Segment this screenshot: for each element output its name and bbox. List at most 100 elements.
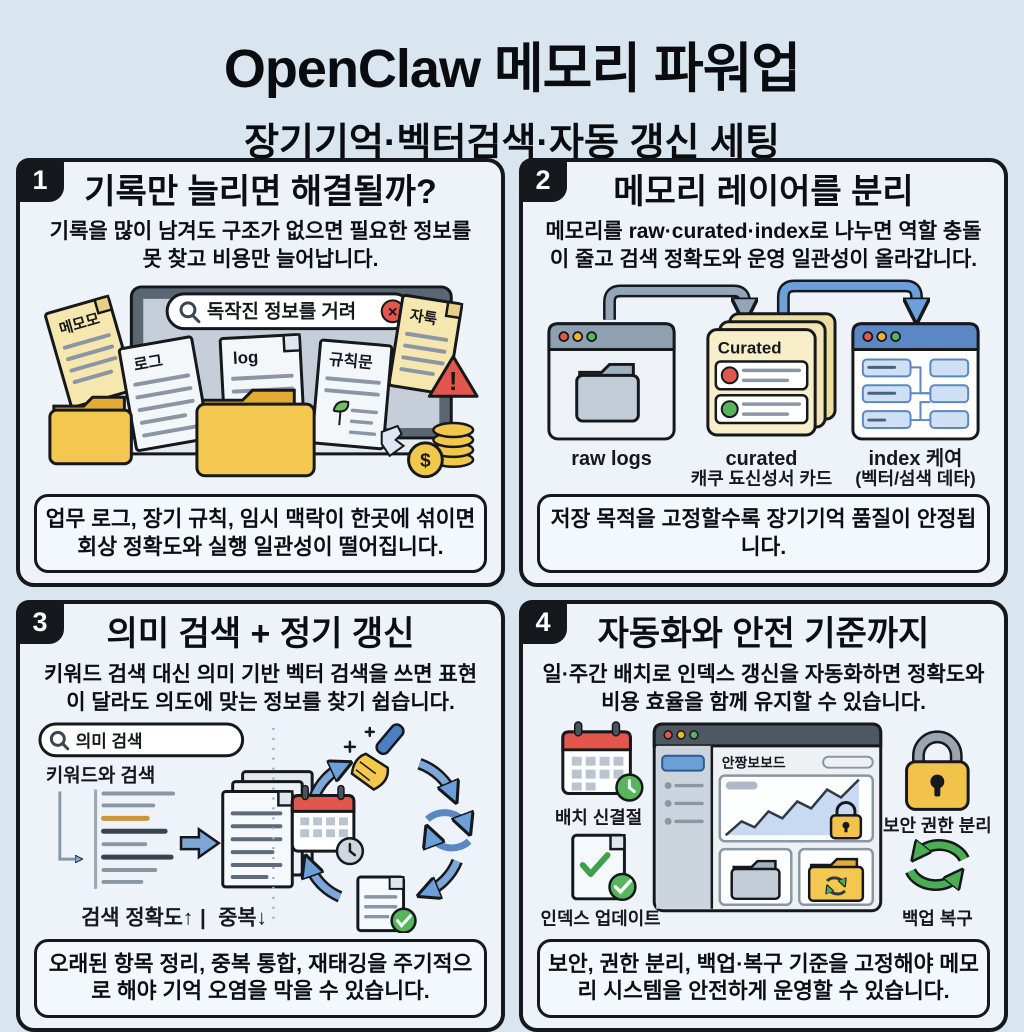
document-note-label: 자툭 <box>409 307 439 328</box>
panel-records: 1 기록만 늘리면 해결될까? 기록을 많이 남겨도 구조가 없으면 필요한 정… <box>16 158 505 588</box>
panel-number-badge: 2 <box>519 158 567 202</box>
page-title: OpenClaw 메모리 파워업 <box>223 39 801 99</box>
panel2-title: 메모리 레이어를 분리 <box>613 173 914 211</box>
panel3-illustration: 의미 검색 키워드와 검색 <box>32 720 489 933</box>
panel4-footer: 보안, 권한 분리, 백업·복구 기준을 고정해야 메모리 시스템을 안전하게 … <box>537 938 990 1018</box>
panel-grid: 1 기록만 늘리면 해결될까? 기록을 많이 남겨도 구조가 없으면 필요한 정… <box>16 158 1008 1032</box>
folder-icon <box>48 395 133 466</box>
panel1-title: 기록만 늘리면 해결될까? <box>84 173 437 211</box>
folder-icon <box>195 388 316 478</box>
document-note: 자툭 <box>387 293 464 396</box>
panel4-body: 일·주간 배치로 인덱스 갱신을 자동화하면 정확도와 비용 효율을 함께 유지… <box>542 662 985 714</box>
sidebar-list <box>664 782 704 826</box>
sparkle-icon <box>343 727 375 754</box>
backup-restore-icon <box>905 845 970 885</box>
pointer-arrow <box>58 791 80 860</box>
curated-card-title: Curated <box>718 338 782 357</box>
coins-icon: $ <box>407 421 475 479</box>
security-lock-icon <box>905 730 970 812</box>
status-dot-green <box>720 400 739 418</box>
arrow-outline <box>776 279 923 314</box>
index-sublabel: (벡터/섬색 데타) <box>855 468 976 488</box>
flow-arrow-raw-to-curated <box>605 286 745 320</box>
traffic-lights-icon <box>558 331 597 342</box>
index-update-icon <box>571 834 637 902</box>
index-window <box>851 322 980 441</box>
torn-paper-icon <box>380 424 406 458</box>
metric-separator: | <box>200 907 206 930</box>
document-log-kr: 로그 <box>117 335 211 452</box>
document-memo: 메모모 <box>44 294 136 409</box>
document-log-kr-label: 로그 <box>133 353 165 375</box>
result-arrow-icon <box>179 827 221 860</box>
search-bar[interactable]: 독작진 정보를 거려 ✕ <box>165 292 413 330</box>
document-check-icon <box>356 875 417 933</box>
panel2-body: 메모리를 raw·curated·index로 나누면 역할 충돌이 줄고 검색… <box>545 220 982 272</box>
panel1-illustration: 독작진 정보를 거려 ✕ 메모모 <box>32 278 489 489</box>
panel3-footer: 오래된 항목 정리, 중복 통합, 재태깅을 주기적으로 해야 기억 오염을 막… <box>34 938 487 1018</box>
metric-accuracy: 검색 정확도↑ <box>81 907 193 930</box>
lock-icon <box>829 801 863 840</box>
curated-sublabel: 캐쿠 됴신성서 카드 <box>691 468 833 488</box>
index-update-label: 인덱스 업데이트 <box>541 909 661 929</box>
svg-text:$: $ <box>420 450 431 471</box>
calendar-clock-icon <box>290 785 365 866</box>
panel4-title: 자동화와 안전 기준까지 <box>597 615 930 654</box>
panel2-illustration: Curated <box>535 278 992 488</box>
semantic-search-text: 의미 검색 <box>76 732 143 751</box>
panel-semantic-search: 3 의미 검색 + 정기 갱신 키워드 검색 대신 의미 기반 벡터 검색을 쓰… <box>16 600 505 1032</box>
curated-label: curated <box>726 448 798 470</box>
index-label: index 케여 <box>869 448 963 470</box>
panel-layers: 2 메모리 레이어를 분리 메모리를 raw·curated·index로 나누… <box>519 158 1008 588</box>
dashboard-sync-folder-card <box>798 848 875 907</box>
svg-text:!: ! <box>449 368 458 396</box>
text-lines <box>94 789 176 890</box>
warning-icon: ! <box>427 354 479 398</box>
dashboard-pill <box>822 756 874 769</box>
page-subtitle: 장기기억·벡터검색·자동 갱신 세팅 <box>244 122 780 164</box>
keyword-search-label: 키워드와 검색 <box>46 765 155 786</box>
panel-automation: 4 자동화와 안전 기준까지 일·주간 배치로 인덱스 갱신을 자동화하면 정확… <box>519 600 1008 1032</box>
status-dot-red <box>720 366 739 385</box>
traffic-lights-icon <box>862 331 901 342</box>
panel1-footer: 업무 로그, 장기 규칙, 임시 맥락이 한곳에 섞이면 회상 정확도와 실행 … <box>34 494 487 574</box>
security-label: 보안 권한 분리 <box>883 816 992 836</box>
dashboard-title: 안짱보보드 <box>722 755 786 771</box>
svg-text:✕: ✕ <box>387 305 398 320</box>
panel3-title: 의미 검색 + 정기 갱신 <box>106 615 415 654</box>
document-rules: 규칙문 <box>310 338 394 451</box>
arrow-outline <box>603 284 752 320</box>
search-icon <box>179 301 201 324</box>
document-rules-label: 규칙문 <box>328 349 374 372</box>
raw-logs-label: raw logs <box>571 448 652 470</box>
batch-label: 배치 신결절 <box>555 808 642 828</box>
traffic-lights-icon <box>663 730 699 740</box>
dashboard-folder-card <box>718 848 793 907</box>
document-log-en-label: log <box>233 347 259 367</box>
panel3-body: 키워드 검색 대신 의미 기반 벡터 검색을 쓰면 표현이 달라도 의도에 맞는… <box>43 662 478 714</box>
sync-icon <box>827 876 845 896</box>
panel2-footer: 저장 목적을 고정할수록 장기기억 품질이 안정됩니다. <box>537 494 990 574</box>
panel4-illustration: 배치 신결절 인덱스 업데이트 <box>535 720 992 933</box>
panel1-body: 기록을 많이 남겨도 구조가 없으면 필요한 정보를 못 찾고 비용만 늘어납니… <box>49 220 472 272</box>
batch-calendar-icon <box>561 721 644 803</box>
raw-logs-window <box>547 322 676 441</box>
search-icon <box>49 731 70 751</box>
metric-duplicates: 중복↓ <box>218 907 267 930</box>
dashboard-chart <box>718 774 875 843</box>
search-query-text: 독작진 정보를 거려 <box>207 301 356 322</box>
dashboard-window: 안짱보보드 <box>652 722 883 913</box>
curated-cards: Curated <box>706 312 837 437</box>
panel-number-badge: 4 <box>519 600 567 645</box>
sidebar-button[interactable] <box>661 755 705 772</box>
sync-icon <box>427 809 469 852</box>
panel-number-badge: 1 <box>16 158 64 202</box>
folder-icon <box>575 373 640 423</box>
infographic-header: OpenClaw 메모리 파워업 장기기억·벡터검색·자동 갱신 세팅 <box>0 0 1024 166</box>
leaf-icon <box>332 400 350 413</box>
backup-label: 백업 복구 <box>902 909 973 929</box>
semantic-search-bar[interactable]: 의미 검색 <box>38 722 245 758</box>
panel-number-badge: 3 <box>16 600 64 645</box>
flow-arrow-curated-to-index <box>779 281 916 314</box>
broom-icon <box>343 723 405 792</box>
